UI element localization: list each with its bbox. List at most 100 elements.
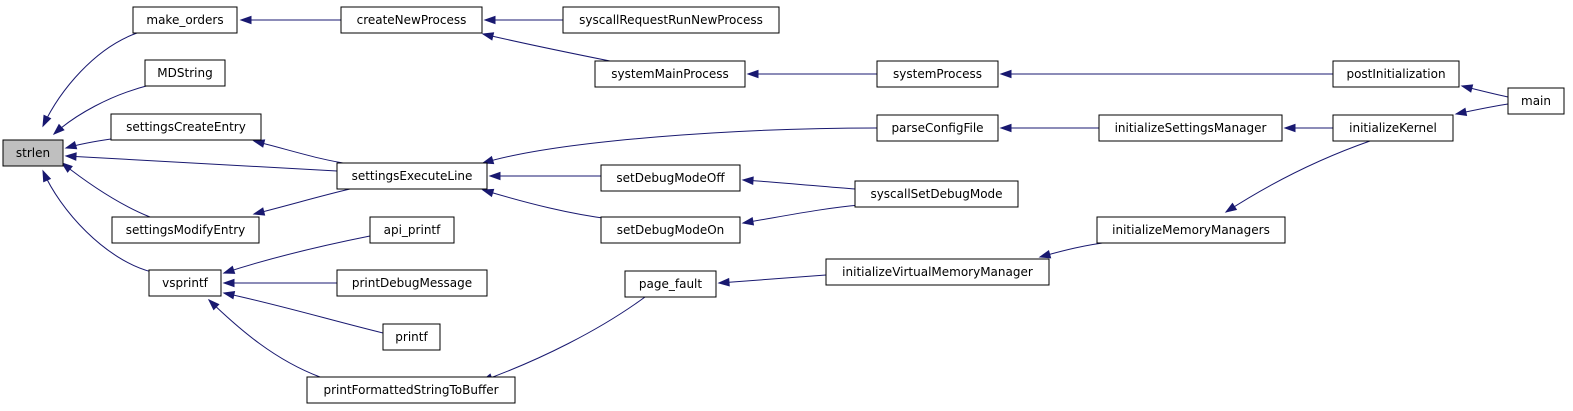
arrowhead-icon	[64, 140, 78, 150]
node-label: initializeSettingsManager	[1115, 121, 1267, 135]
node-label: syscallSetDebugMode	[870, 187, 1002, 201]
node-vsprintf[interactable]: vsprintf	[148, 269, 222, 297]
node-settings-create-entry[interactable]: settingsCreateEntry	[110, 113, 262, 141]
arrowhead-icon	[1038, 250, 1052, 259]
node-system-main-process[interactable]: systemMainProcess	[594, 60, 746, 88]
node-print-formatted-string-to-buffer[interactable]: printFormattedStringToBuffer	[306, 376, 516, 404]
edge-create-new-process-to-make-orders	[239, 15, 341, 25]
edge-initialize-kernel-to-initialize-memory-managers	[1224, 140, 1371, 213]
arrowhead-icon	[252, 207, 266, 216]
node-initialize-virtual-memory-manager[interactable]: initializeVirtualMemoryManager	[825, 258, 1050, 286]
node-label: parseConfigFile	[891, 121, 983, 135]
node-box	[340, 6, 483, 34]
edge-line	[718, 274, 827, 284]
node-label: printFormattedStringToBuffer	[323, 383, 498, 397]
node-initialize-kernel[interactable]: initializeKernel	[1332, 114, 1454, 142]
node-box	[111, 216, 260, 244]
node-box	[306, 376, 516, 404]
node-post-initialization[interactable]: postInitialization	[1332, 60, 1460, 88]
node-settings-modify-entry[interactable]: settingsModifyEntry	[111, 216, 260, 244]
edge-line	[253, 188, 351, 215]
edge-syscall-set-debug-mode-to-set-debug-mode-on	[741, 204, 861, 226]
edge-post-initialization-to-system-process	[999, 69, 1333, 79]
node-main[interactable]: main	[1507, 87, 1565, 115]
edge-initialize-kernel-to-initialize-settings-manager	[1283, 123, 1333, 133]
node-box	[825, 258, 1050, 286]
arrowhead-icon	[483, 15, 496, 25]
edge-print-formatted-string-to-buffer-to-vsprintf	[207, 298, 321, 378]
node-strlen[interactable]: strlen	[2, 139, 64, 167]
edge-syscall-request-run-new-process-to-create-new-process	[483, 15, 563, 25]
node-box	[144, 59, 226, 87]
node-parse-config-file[interactable]: parseConfigFile	[876, 114, 999, 142]
edge-line	[208, 299, 321, 378]
node-create-new-process[interactable]: createNewProcess	[340, 6, 483, 34]
node-box	[382, 323, 441, 351]
arrowhead-icon	[481, 32, 495, 41]
node-initialize-settings-manager[interactable]: initializeSettingsManager	[1098, 114, 1283, 142]
node-label: settingsExecuteLine	[352, 169, 473, 183]
edge-line	[65, 155, 338, 172]
edge-main-to-post-initialization	[1460, 84, 1509, 98]
node-box	[2, 139, 64, 167]
node-box	[132, 6, 238, 34]
arrowhead-icon	[239, 15, 252, 25]
node-label: initializeMemoryManagers	[1112, 223, 1270, 237]
node-box	[110, 113, 262, 141]
edge-line	[223, 292, 384, 334]
edge-line	[742, 204, 861, 224]
node-box	[854, 180, 1019, 208]
edge-line	[253, 140, 351, 165]
node-settings-execute-line[interactable]: settingsExecuteLine	[336, 162, 488, 190]
node-syscall-set-debug-mode[interactable]: syscallSetDebugMode	[854, 180, 1019, 208]
node-set-debug-mode-off[interactable]: setDebugModeOff	[600, 164, 741, 192]
edge-settings-execute-line-to-settings-create-entry	[252, 139, 351, 165]
node-mdstring[interactable]: MDString	[144, 59, 226, 87]
edge-mdstring-to-strlen	[52, 84, 151, 135]
arrowhead-icon	[999, 123, 1012, 133]
edge-settings-create-entry-to-strlen	[64, 138, 112, 150]
edge-line	[1225, 140, 1371, 213]
arrowhead-icon	[42, 169, 52, 183]
node-page-fault[interactable]: page_fault	[624, 270, 717, 298]
node-label: postInitialization	[1346, 67, 1445, 81]
arrowhead-icon	[60, 162, 73, 173]
node-label: vsprintf	[162, 276, 209, 290]
node-box	[148, 269, 222, 297]
node-box	[1332, 114, 1454, 142]
node-system-process[interactable]: systemProcess	[876, 60, 999, 88]
node-set-debug-mode-on[interactable]: setDebugModeOn	[600, 216, 741, 244]
arrowhead-icon	[1283, 123, 1296, 133]
edge-page-fault-to-print-formatted-string-to-buffer	[480, 296, 646, 382]
edge-settings-execute-line-to-strlen	[64, 152, 338, 172]
edge-initialize-settings-manager-to-parse-config-file	[999, 123, 1099, 133]
node-print-debug-message[interactable]: printDebugMessage	[336, 269, 488, 297]
node-syscall-request-run-new-process[interactable]: syscallRequestRunNewProcess	[562, 6, 780, 34]
arrowhead-icon	[488, 171, 501, 181]
node-box	[600, 164, 741, 192]
arrowhead-icon	[746, 69, 759, 79]
node-box	[1507, 87, 1565, 115]
node-label: printDebugMessage	[352, 276, 472, 290]
node-box	[876, 60, 999, 88]
node-label: api_printf	[384, 223, 442, 237]
edge-settings-modify-entry-to-strlen	[60, 162, 151, 218]
node-label: syscallRequestRunNewProcess	[579, 13, 763, 27]
node-initialize-memory-managers[interactable]: initializeMemoryManagers	[1096, 216, 1286, 244]
arrowhead-icon	[222, 290, 236, 300]
node-label: make_orders	[146, 13, 223, 27]
node-box	[1096, 216, 1286, 244]
edge-set-debug-mode-off-to-settings-execute-line	[488, 171, 601, 181]
edge-initialize-memory-managers-to-initialize-virtual-memory-manager	[1038, 241, 1111, 259]
node-label: printf	[395, 330, 428, 344]
edge-line	[42, 170, 153, 273]
call-edges	[42, 15, 1509, 382]
node-printf[interactable]: printf	[382, 323, 441, 351]
node-label: settingsModifyEntry	[126, 223, 246, 237]
edge-line	[1039, 241, 1111, 258]
edge-set-debug-mode-on-to-settings-execute-line	[481, 188, 611, 220]
node-api-printf[interactable]: api_printf	[369, 216, 455, 244]
node-make-orders[interactable]: make_orders	[132, 6, 238, 34]
edge-initialize-virtual-memory-manager-to-page-fault	[717, 274, 827, 287]
